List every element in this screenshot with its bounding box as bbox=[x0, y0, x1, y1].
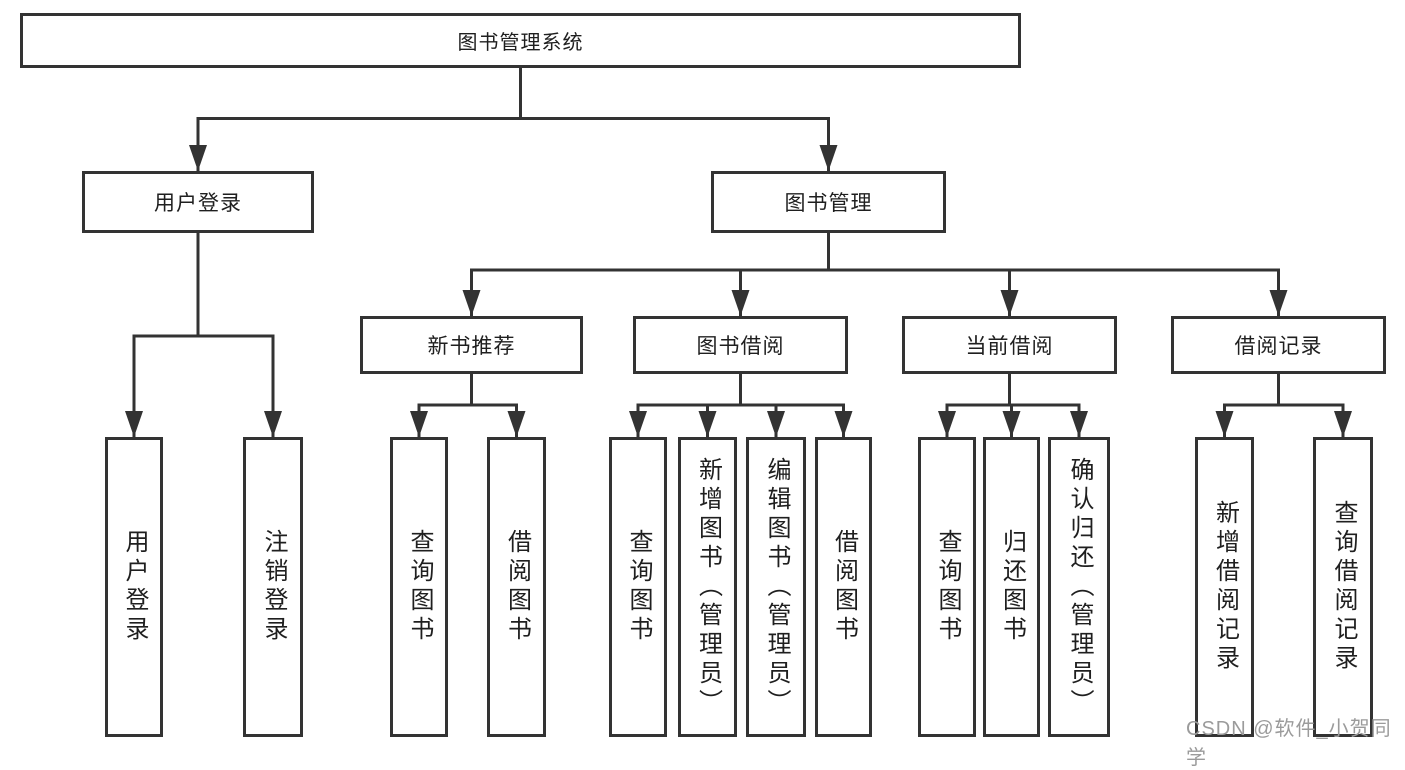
connector-new-book-recommend-children bbox=[410, 372, 526, 439]
node-book-management: 图书管理 bbox=[711, 171, 946, 233]
node-library-management-system: 图书管理系统 bbox=[20, 13, 1021, 68]
connector-user-login-children bbox=[125, 231, 282, 439]
csdn-watermark: CSDN @软件_小贺同学 bbox=[1186, 718, 1392, 769]
connector-current-borrowing-children bbox=[938, 372, 1088, 439]
node-leaf-query-borrow-record: 查询借阅记录 bbox=[1313, 437, 1373, 737]
node-leaf-query-books-3: 查询图书 bbox=[918, 437, 976, 737]
connector-layer bbox=[125, 66, 1352, 439]
node-leaf-user-login: 用户登录 bbox=[105, 437, 163, 737]
node-leaf-query-books-2: 查询图书 bbox=[609, 437, 667, 737]
node-leaf-borrow-books-1: 借阅图书 bbox=[487, 437, 546, 737]
node-leaf-confirm-return-admin: 确认归还（管理员） bbox=[1048, 437, 1110, 737]
connector-book-borrowing-children bbox=[629, 372, 853, 439]
node-leaf-add-books-admin: 新增图书（管理员） bbox=[678, 437, 737, 737]
node-borrow-records: 借阅记录 bbox=[1171, 316, 1386, 374]
node-leaf-query-books-1: 查询图书 bbox=[390, 437, 448, 737]
connector-root-to-level2 bbox=[189, 66, 838, 173]
node-leaf-borrow-books-2: 借阅图书 bbox=[815, 437, 872, 737]
node-leaf-return-books: 归还图书 bbox=[983, 437, 1040, 737]
node-new-book-recommend: 新书推荐 bbox=[360, 316, 583, 374]
node-leaf-logout: 注销登录 bbox=[243, 437, 303, 737]
node-user-login: 用户登录 bbox=[82, 171, 314, 233]
connector-borrow-records-children bbox=[1215, 372, 1352, 439]
connector-book-management-children bbox=[462, 231, 1288, 318]
node-current-borrowing: 当前借阅 bbox=[902, 316, 1117, 374]
node-book-borrowing: 图书借阅 bbox=[633, 316, 848, 374]
node-leaf-add-borrow-record: 新增借阅记录 bbox=[1195, 437, 1254, 737]
node-leaf-edit-books-admin: 编辑图书（管理员） bbox=[746, 437, 806, 737]
